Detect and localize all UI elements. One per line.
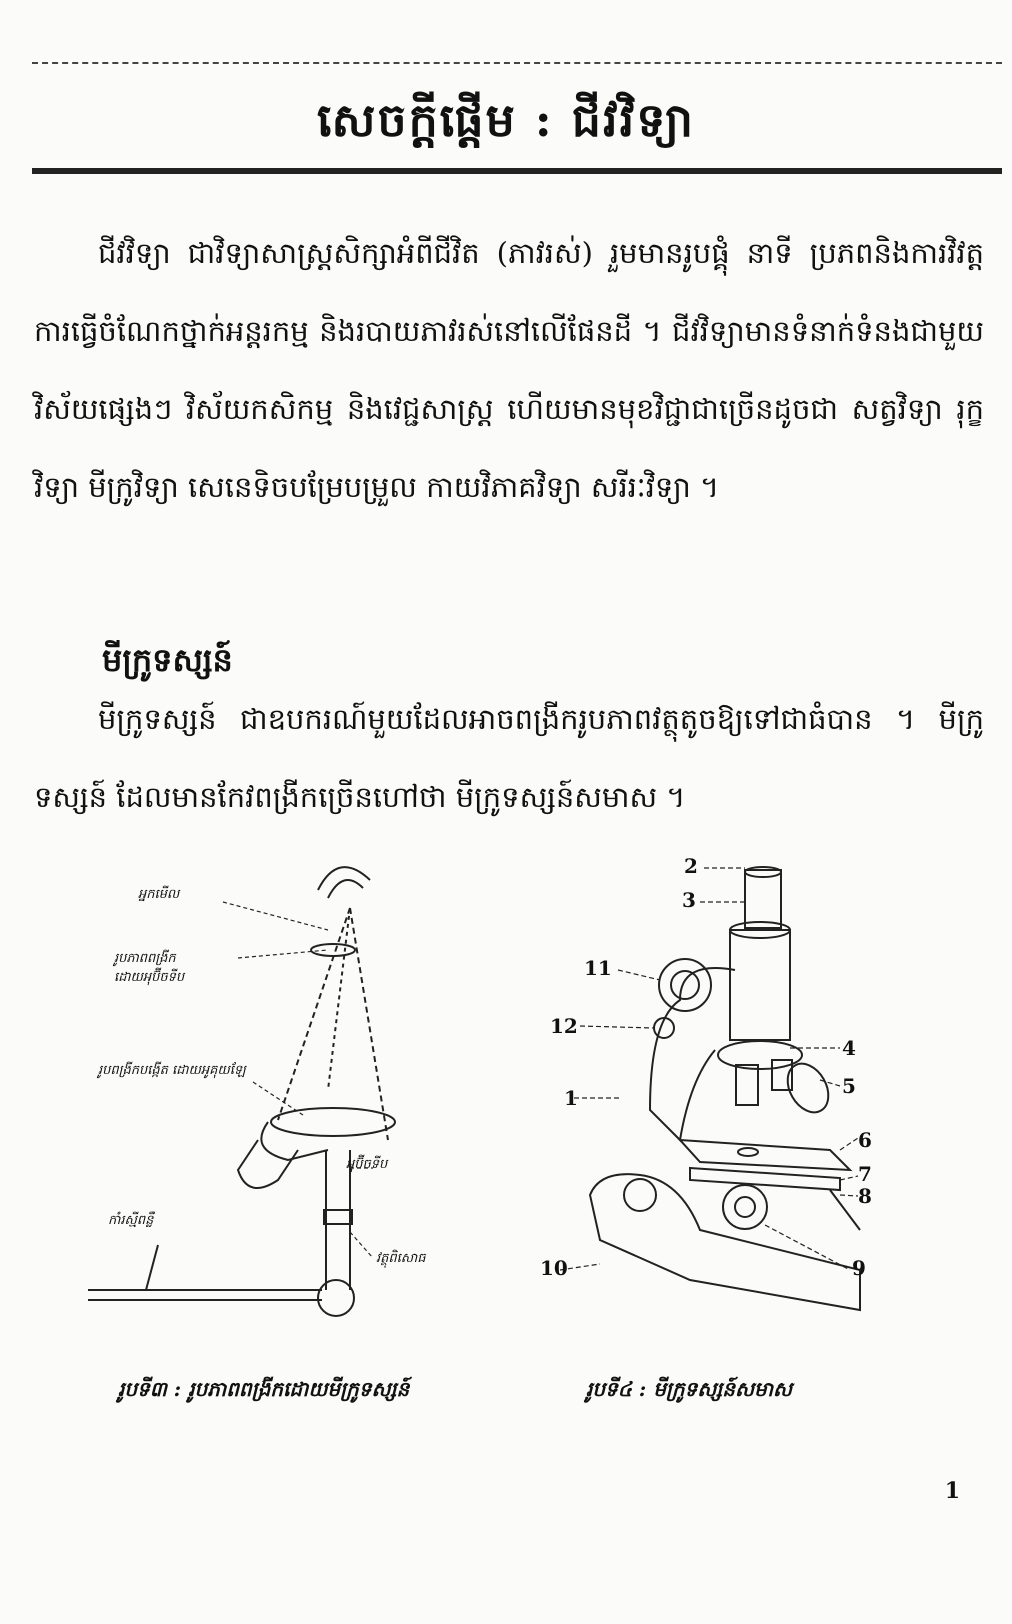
label-2: 2 [684,854,698,878]
label-7: 7 [858,1162,872,1186]
label-image-eyepiece: រូបពង្រីកបង្កើត ដោយអូគុយឡែ [98,1063,246,1078]
section-heading: មីក្រូទស្សន៍ [102,641,233,679]
figure-4-microscope: 2 3 11 12 1 4 5 6 7 8 9 10 [540,850,900,1330]
figure-3-ray-diagram: អ្នកមើល រូបភាពពង្រីក ដោយអុប៊ីចទីប រូបពង្… [88,850,478,1350]
label-image-objective: រូបភាពពង្រីក ដោយអុប៊ីចទីប [114,951,185,985]
label-6: 6 [858,1128,872,1152]
label-5: 5 [842,1074,856,1098]
label-9: 9 [852,1256,866,1280]
microscope-drawing [559,866,861,1312]
label-object: វត្ថុពិសោធ [376,1251,426,1266]
section-paragraph-text: មីក្រូទស្សន៍ ជាឧបករណ៍មួយដែលអាចពង្រីករូបភ… [34,702,984,814]
label-12: 12 [550,1014,578,1038]
label-3: 3 [682,888,696,912]
top-dashed-rule [32,62,1002,64]
ray-diagram-drawing [88,866,396,1317]
figure-3-caption: រូបទី៣ : រូបភាពពង្រីកដោយមីក្រូទស្សន៍ [118,1377,410,1401]
page-number: 1 [944,1478,960,1504]
label-eye: អ្នកមើល [138,887,180,902]
section-paragraph: មីក្រូទស្សន៍ ជាឧបករណ៍មួយដែលអាចពង្រីករូបភ… [34,680,984,840]
intro-paragraph-text: ជីវវិទ្យា ជាវិទ្យាសាស្ត្រសិក្សាអំពីជីវិត… [34,236,984,504]
label-1: 1 [564,1086,578,1110]
intro-paragraph: ជីវវិទ្យា ជាវិទ្យាសាស្ត្រសិក្សាអំពីជីវិត… [34,214,984,604]
label-light-rays: កាំរស្មីពន្លឺ [108,1213,154,1228]
label-objective: អុប៊ីចទីប [346,1157,388,1172]
label-11: 11 [584,956,612,980]
figure-4-caption: រូបទី៤ : មីក្រូទស្សន៍សមាស [586,1377,793,1401]
page-title: សេចក្តីផ្តើម : ជីវវិទ្យា [316,93,696,147]
label-4: 4 [842,1036,856,1060]
label-8: 8 [858,1184,872,1208]
label-10: 10 [540,1256,568,1280]
title-underline [32,168,1002,174]
